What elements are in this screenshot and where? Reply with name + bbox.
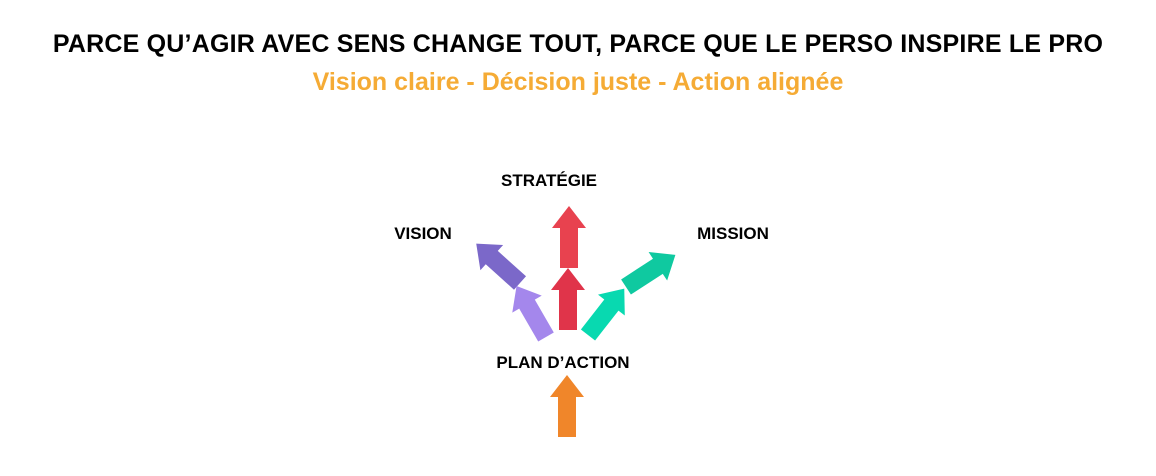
label-action-plan: PLAN D’ACTION bbox=[496, 353, 629, 372]
label-mission: MISSION bbox=[697, 224, 769, 243]
arrow-action-plan bbox=[550, 375, 584, 437]
label-vision: VISION bbox=[394, 224, 452, 243]
arrow-vision-upper bbox=[464, 230, 532, 296]
arrow-mission-upper bbox=[616, 240, 685, 302]
arrow-vision-lower bbox=[501, 277, 561, 346]
page-subtitle: Vision claire - Décision juste - Action … bbox=[312, 68, 844, 96]
arrow-strategy-lower bbox=[551, 268, 585, 330]
page-title: PARCE QU’AGIR AVEC SENS CHANGE TOUT, PAR… bbox=[52, 30, 1104, 58]
label-strategy: STRATÉGIE bbox=[501, 171, 597, 190]
arrow-strategy-upper bbox=[552, 206, 586, 268]
